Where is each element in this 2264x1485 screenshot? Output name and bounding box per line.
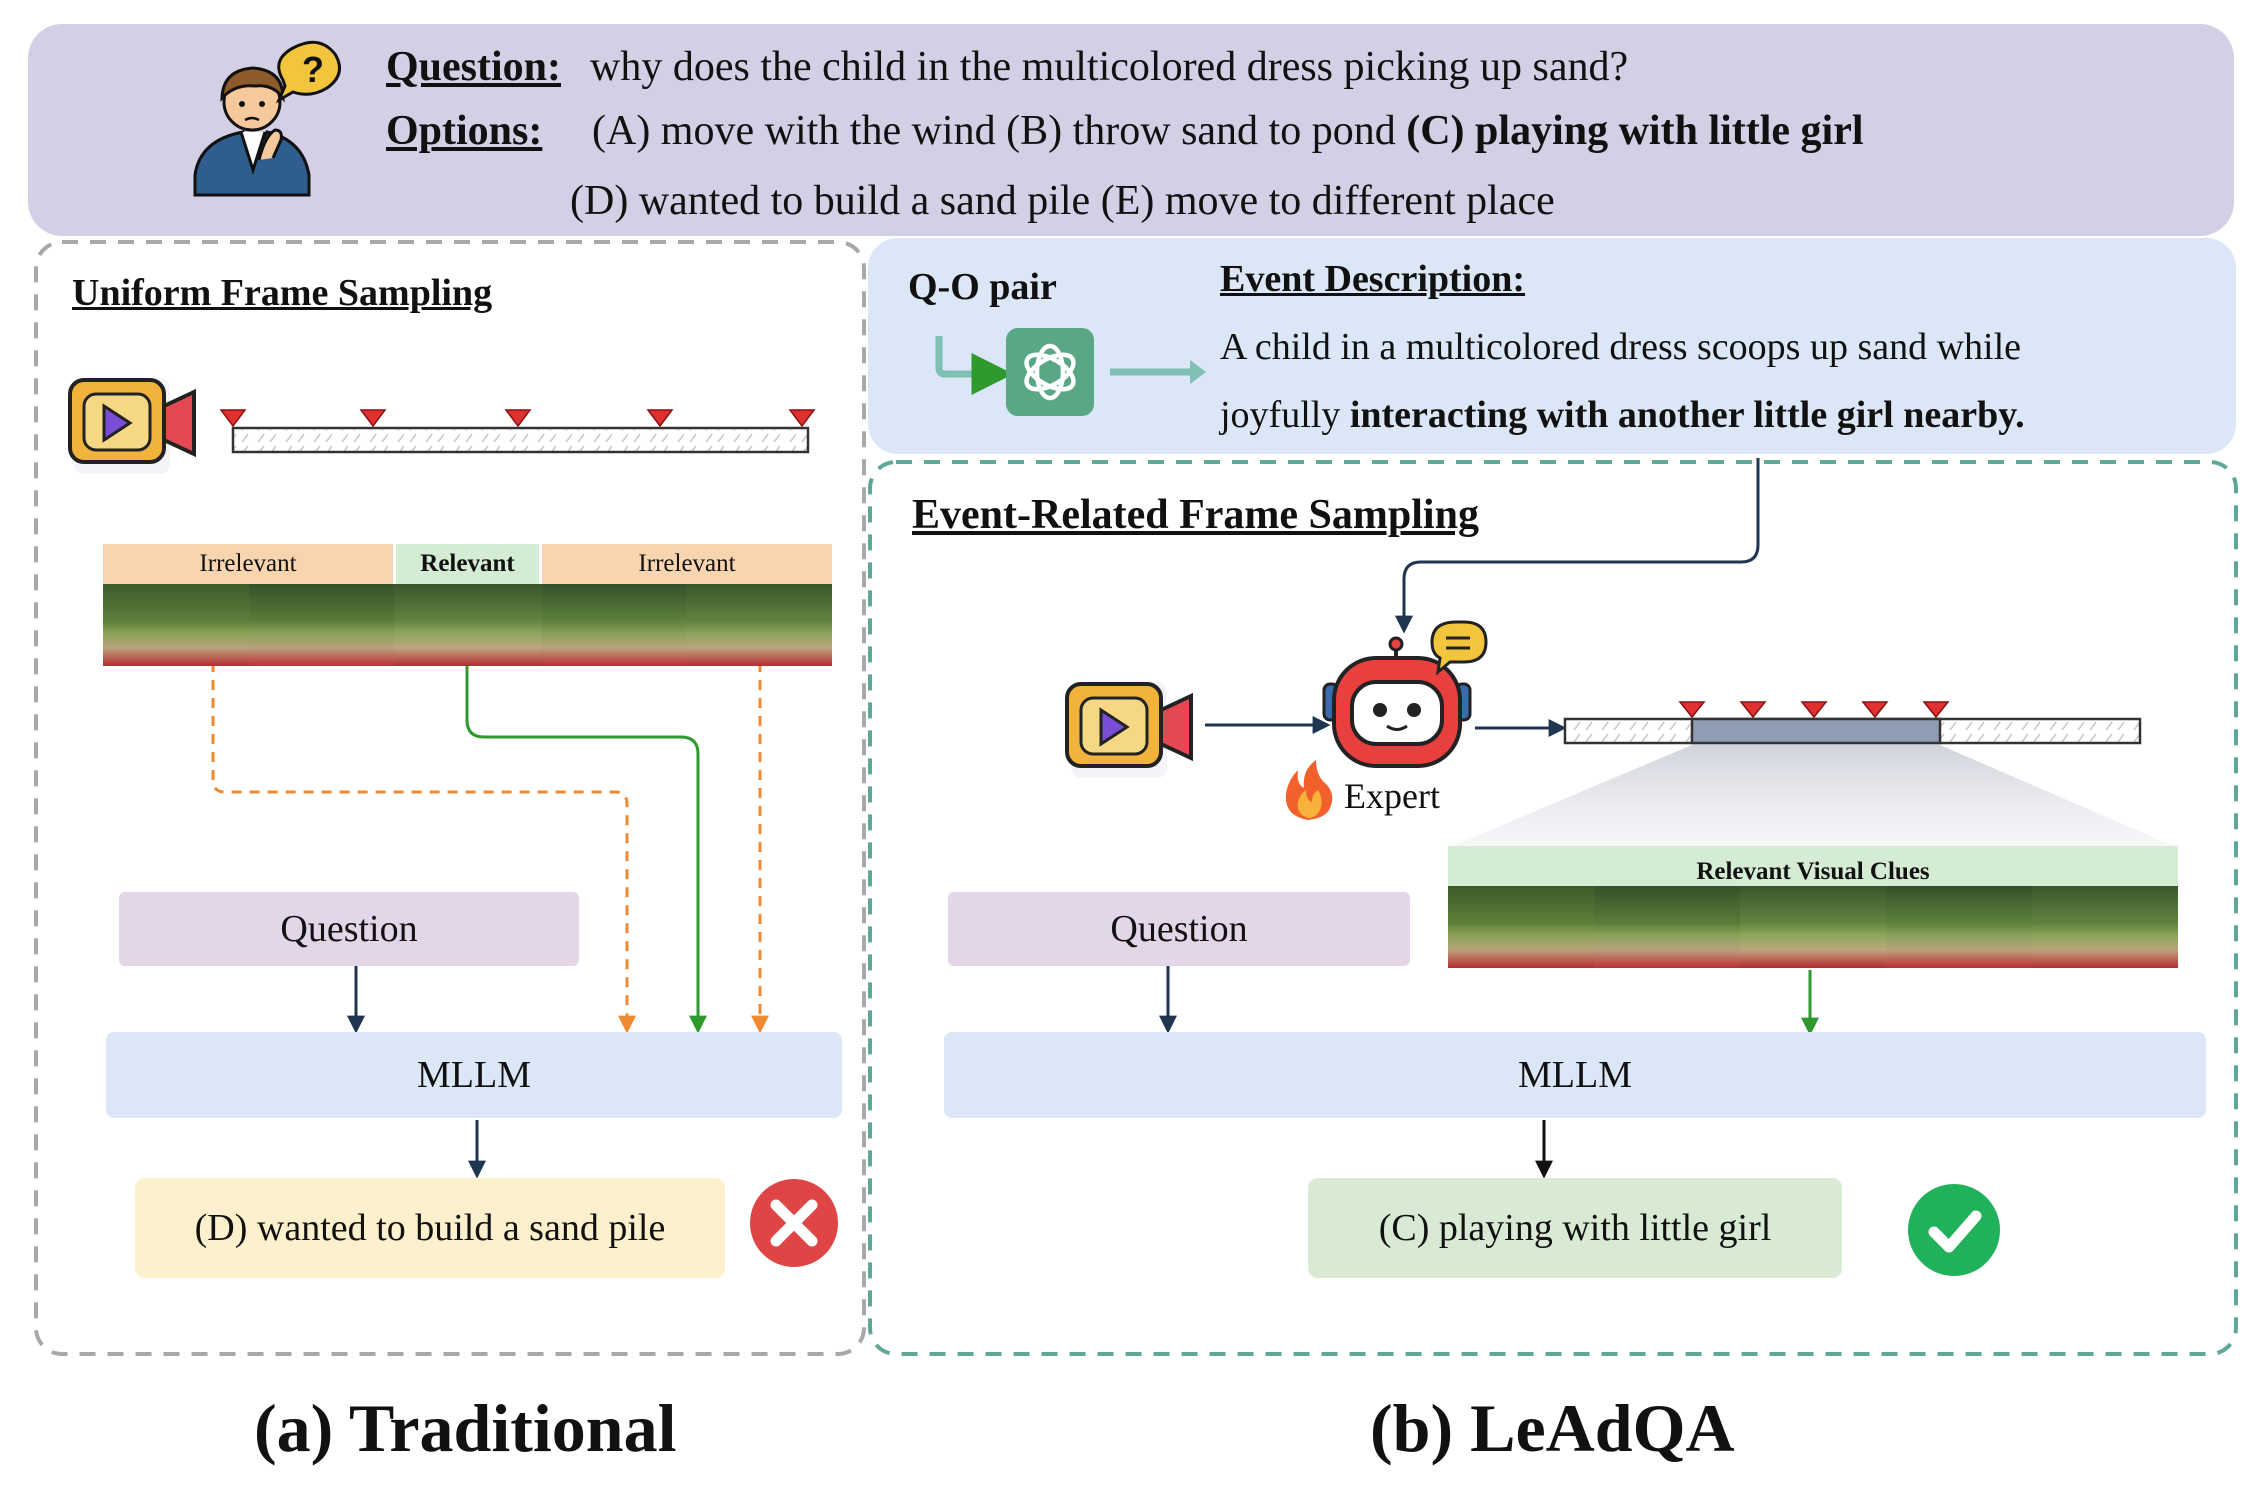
- segment-relevant: Relevant: [396, 544, 539, 584]
- fire-icon: [1285, 760, 1333, 820]
- event-description-panel: [868, 238, 2236, 454]
- qo-pair-label: Q-O pair: [908, 266, 1057, 308]
- video-frames-strip: [103, 584, 832, 666]
- qo-elbow-arrow: [935, 336, 1014, 395]
- question-text: why does the child in the multicolored d…: [590, 44, 1629, 90]
- options-line-2: (D) wanted to build a sand pile (E) move…: [570, 180, 1555, 222]
- option-d: (D) wanted to build a sand pile: [570, 178, 1091, 224]
- options-label: Options:: [386, 108, 543, 154]
- expert-label: Expert: [1344, 776, 1440, 816]
- mllm-box-right: MLLM: [944, 1032, 2206, 1118]
- question-label: Question:: [386, 44, 562, 90]
- zoom-projection: [1448, 745, 2178, 848]
- video-frame: [1886, 886, 2032, 968]
- uniform-timeline: [231, 426, 810, 454]
- person-thinking-icon: ?: [193, 40, 341, 197]
- cross-icon: [750, 1179, 838, 1267]
- traditional-panel-border: [34, 240, 866, 1356]
- description-to-expert-arrow: [1395, 458, 1760, 634]
- check-icon: [1908, 1184, 2000, 1276]
- option-c: (C) playing with little girl: [1406, 108, 1864, 154]
- option-a: (A) move with the wind: [592, 108, 996, 154]
- robot-expert-icon: [1322, 620, 1488, 768]
- leadqa-panel-border: [868, 460, 2238, 1356]
- event-description-line-2: joyfully interacting with another little…: [1220, 396, 2025, 434]
- question-box-left: Question: [119, 892, 579, 966]
- answer-box-wrong: (D) wanted to build a sand pile: [135, 1178, 725, 1278]
- option-e: (E) move to different place: [1100, 178, 1555, 224]
- video-frame: [1740, 886, 1886, 968]
- question-box-right: Question: [948, 892, 1410, 966]
- uniform-sampling-title: Uniform Frame Sampling: [72, 272, 493, 314]
- event-description-label: Event Description:: [1220, 258, 1526, 300]
- options-line-1: (A) move with the wind (B) throw sand to…: [592, 110, 1864, 152]
- gpt-logo-icon: [1006, 328, 1094, 416]
- event-sampling-title: Event-Related Frame Sampling: [912, 492, 1479, 538]
- caption-traditional: (a) Traditional: [254, 1390, 677, 1466]
- caption-leadqa: (b) LeAdQA: [1370, 1390, 1735, 1466]
- video-camera-icon: [68, 378, 196, 474]
- relevant-path: [465, 664, 707, 1034]
- video-frame: [541, 584, 686, 666]
- video-frame: [686, 584, 832, 666]
- event-description-line-1: A child in a multicolored dress scoops u…: [1220, 326, 2022, 368]
- option-b: (B) throw sand to pond: [1006, 108, 1396, 154]
- video-frame: [1594, 886, 1740, 968]
- uniform-sample-markers: [219, 409, 816, 428]
- video-frame: [249, 584, 395, 666]
- event-line2-bold: interacting with another little girl nea…: [1349, 394, 2025, 436]
- event-line2-prefix: joyfully: [1220, 394, 1341, 436]
- header-band: [28, 24, 2234, 236]
- irrelevant-path-left: [211, 662, 636, 1034]
- relevant-frames-strip: [1448, 886, 2178, 968]
- segment-irrelevant-1: Irrelevant: [103, 544, 393, 584]
- relevant-visual-clues-label: Relevant Visual Clues: [1448, 846, 2178, 886]
- event-segment: [1690, 717, 1942, 745]
- event-sample-markers: [1678, 701, 1950, 719]
- answer-box-correct: (C) playing with little girl: [1308, 1178, 1842, 1278]
- video-camera-icon-right: [1065, 682, 1193, 778]
- segment-irrelevant-2: Irrelevant: [542, 544, 832, 584]
- svg-text:?: ?: [302, 49, 324, 90]
- video-frame: [2032, 886, 2178, 968]
- video-frame: [1448, 886, 1594, 968]
- video-frame: [103, 584, 249, 666]
- video-frame: [395, 584, 541, 666]
- mllm-box-left: MLLM: [106, 1032, 842, 1118]
